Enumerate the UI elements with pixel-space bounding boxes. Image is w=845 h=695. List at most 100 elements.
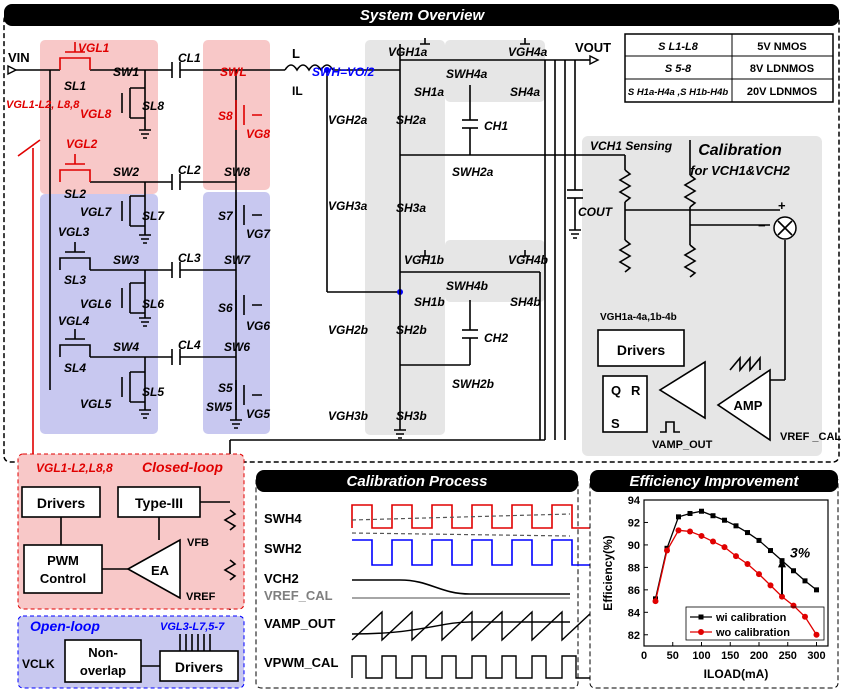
cl1-label: CL1 — [178, 51, 201, 65]
swh-label: SWH=VO/2 — [312, 65, 375, 79]
vgl7-label: VGL7 — [80, 205, 113, 219]
calib-signal-label: VCH2 — [264, 571, 299, 586]
data-point — [675, 527, 682, 534]
y-tick-label: 88 — [628, 562, 640, 574]
sl4-label: SL4 — [64, 361, 86, 375]
vgl2-label: VGL2 — [66, 137, 98, 151]
data-point — [767, 582, 774, 589]
data-point — [722, 517, 727, 523]
table-dev-2: S 5-8 — [665, 63, 692, 75]
data-point — [768, 548, 773, 554]
s7-label: S7 — [218, 209, 234, 223]
open-drivers-label: Drivers — [175, 659, 223, 675]
x-axis-label: ILOAD(mA) — [704, 667, 769, 681]
latch-r: R — [631, 383, 641, 398]
data-point — [676, 514, 681, 520]
y-tick-label: 94 — [628, 495, 641, 507]
pwm-label-2: Control — [40, 571, 86, 586]
x-tick-label: 150 — [721, 650, 739, 662]
non-overlap-label-1: Non- — [88, 645, 118, 660]
amp-label: AMP — [734, 398, 763, 413]
data-point — [652, 598, 659, 605]
sl3-label: SL3 — [64, 273, 86, 287]
vgl1-label: VGL1 — [78, 41, 110, 55]
eff-header-title: Efficiency Improvement — [630, 473, 800, 490]
data-point — [710, 538, 716, 545]
calib-subtitle: for VCH1&VCH2 — [690, 163, 790, 178]
data-point — [779, 593, 785, 600]
vout-label: VOUT — [575, 40, 611, 55]
data-point — [802, 613, 808, 620]
latch-s: S — [611, 416, 620, 431]
calib-signal-label: SWH4 — [264, 511, 302, 526]
ch1-label: CH1 — [484, 119, 508, 133]
data-point — [698, 532, 705, 539]
y-tick-label: 90 — [628, 540, 640, 552]
vg7-label: VG7 — [246, 227, 271, 241]
s5-label: S5 — [218, 381, 233, 395]
calib-header-title: Calibration Process — [347, 473, 488, 490]
sl6-label: SL6 — [142, 297, 164, 311]
table-dev-1: S L1-L8 — [658, 41, 699, 53]
vgh2a-label: VGH2a — [328, 113, 368, 127]
open-loop-title: Open-loop — [30, 618, 100, 634]
closed-vgl-label: VGL1-L2,L8,8 — [36, 461, 113, 475]
non-overlap-label-2: overlap — [80, 663, 126, 678]
overview-header — [4, 4, 839, 26]
node-labels: VIN VOUT L IL SWL SWH=VO/2 VGL1-L2, L8,8… — [6, 40, 614, 423]
y-axis-label: Efficiency(%) — [601, 535, 615, 610]
vref-label: VREF — [186, 591, 216, 603]
type-iii-label: Type-III — [135, 495, 183, 511]
data-point — [813, 631, 820, 638]
vin-label: VIN — [8, 50, 30, 65]
calib-vgh-label: VGH1a-4a,1b-4b — [600, 312, 677, 323]
calib-signal-label: VPWM_CAL — [264, 655, 338, 670]
swh2b-label: SWH2b — [452, 377, 494, 391]
data-point — [687, 528, 693, 535]
y-tick-label: 86 — [628, 585, 640, 597]
wave-swh2 — [352, 539, 593, 566]
ea-label: EA — [151, 563, 170, 578]
vgh2b-label: VGH2b — [328, 323, 368, 337]
calib-header — [256, 470, 578, 492]
legend-label: wo calibration — [715, 627, 790, 639]
pwm-label-1: PWM — [47, 553, 79, 568]
vgh4a-label: VGH4a — [508, 45, 548, 59]
x-tick-label: 200 — [750, 650, 768, 662]
vamp-out-label: VAMP_OUT — [652, 439, 713, 451]
wave-swh4-avg — [351, 513, 571, 521]
data-point — [744, 561, 751, 568]
minus-sign: − — [758, 218, 766, 233]
open-drivers-box — [159, 650, 239, 682]
sw7-label: SW7 — [224, 253, 251, 267]
type-iii-box — [117, 486, 201, 518]
sh2b-label: SH2b — [396, 323, 427, 337]
data-point — [802, 578, 808, 584]
vgl5-label: VGL5 — [80, 397, 112, 411]
calib-signal-label: VREF_CAL — [264, 588, 333, 603]
device-table: S L1-L8 5V NMOS S 5-8 8V LDNMOS S H1a-H4… — [624, 33, 834, 103]
vref-cal-label: VREF _CAL — [780, 431, 841, 443]
data-point — [791, 568, 796, 574]
data-point — [710, 513, 716, 519]
data-point — [756, 537, 762, 543]
data-point — [814, 587, 819, 593]
wave-swh4 — [351, 504, 592, 529]
swl-label: SWL — [220, 65, 247, 79]
calib-drivers-box — [597, 329, 685, 367]
ea-block — [126, 538, 181, 600]
sl5-label: SL5 — [142, 385, 164, 399]
calib-signal-label: SWH2 — [264, 541, 302, 556]
sh4b-label: SH4b — [510, 295, 541, 309]
sh3a-label: SH3a — [396, 201, 426, 215]
s6-label: S6 — [218, 301, 233, 315]
sw8-label: SW8 — [224, 165, 250, 179]
vgl-red-label: VGL1-L2, L8,8 — [6, 99, 80, 111]
data-point — [721, 544, 728, 551]
annotation-label: 3% — [790, 544, 811, 560]
vgl8-label: VGL8 — [80, 107, 112, 121]
